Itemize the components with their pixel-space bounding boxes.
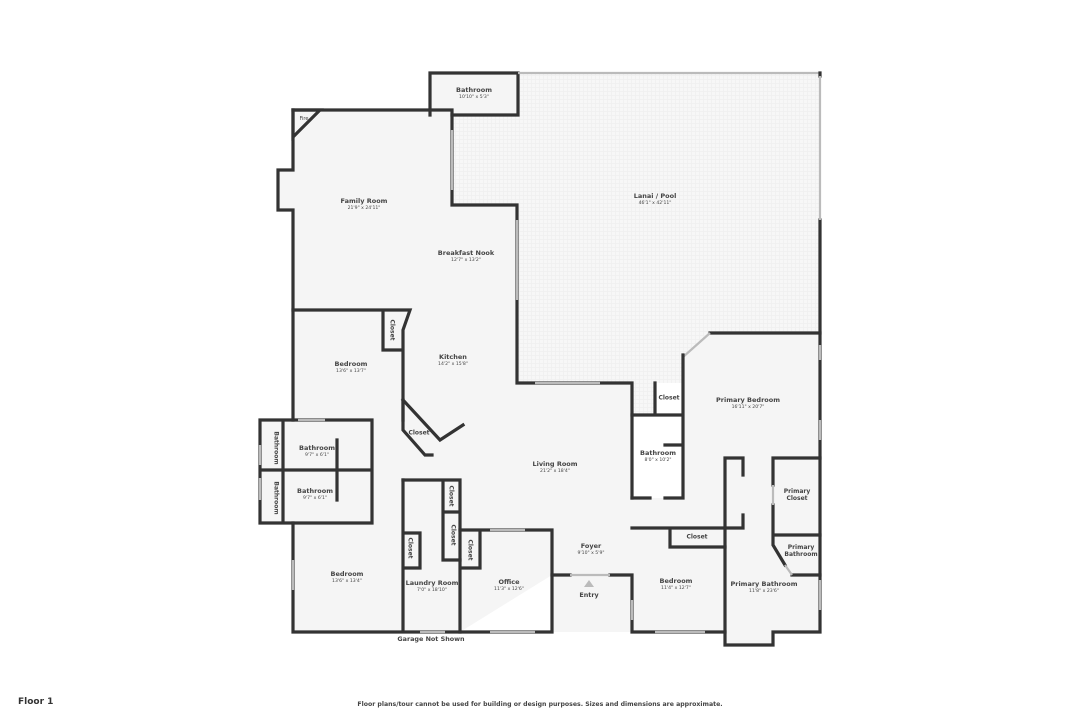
small-room-name: Primary Bathroom [784, 544, 818, 558]
lanai-floor [452, 73, 820, 415]
room-dimensions: 21'2" x 18'4" [540, 469, 570, 474]
small-room-name: Closet [466, 539, 474, 561]
room-name: Bedroom [330, 570, 364, 578]
room-name: Bedroom [659, 577, 693, 585]
room-dimensions: 14'2" x 15'8" [438, 362, 468, 367]
room-name: Kitchen [439, 353, 467, 361]
small-room-name: Closet [388, 319, 396, 341]
bathroom-top-floor [430, 73, 518, 115]
small-room-name: Bathroom [272, 431, 280, 465]
room-name: Primary Bedroom [716, 396, 780, 404]
room-dimensions: 11'8" x 23'6" [749, 589, 779, 594]
floor-label: Floor 1 [18, 697, 54, 707]
room-name: Bathroom [299, 444, 335, 452]
room-dimensions: 10'10" x 5'3" [459, 95, 489, 100]
small-room-name: Closet [406, 537, 414, 559]
small-room-label: Closet [448, 485, 455, 506]
small-room-name: Closet [408, 429, 430, 437]
room-dimensions: 21'9" x 24'11" [347, 206, 381, 211]
small-room-name: Bathroom [272, 481, 280, 515]
walls [258, 71, 822, 647]
small-room-label: Primary Closet [780, 488, 814, 502]
small-room-name: Closet [686, 533, 708, 541]
entry-label: Entry [579, 591, 599, 599]
room-name: Bathroom [640, 449, 676, 457]
room-dimensions: 16'11" x 20'7" [731, 405, 765, 410]
small-room-label: Closet [408, 430, 429, 437]
room-dimensions: 8'0" x 10'2" [644, 458, 672, 463]
small-room-label: Closet [686, 534, 707, 541]
room-name: Bathroom [456, 86, 492, 94]
garage-note: Garage Not Shown [397, 635, 465, 643]
room-dimensions: 11'4" x 12'7" [661, 586, 691, 591]
small-room-label: Bathroom [273, 481, 280, 514]
small-room-label: Closet [467, 539, 474, 560]
room-dimensions: 7'0" x 18'10" [417, 588, 447, 593]
room-dimensions: 9'10" x 5'9" [577, 551, 605, 556]
small-room-label: Closet [407, 537, 414, 558]
room-name: Office [498, 578, 520, 586]
room-dimensions: 46'1" x 42'11" [638, 201, 672, 206]
small-room-label: Closet [658, 395, 679, 402]
small-room-label: Closet [450, 524, 457, 545]
room-dimensions: 13'6" x 13'7" [336, 369, 366, 374]
room-dimensions: 13'6" x 13'4" [332, 579, 362, 584]
room-dimensions: 9'7" x 6'1" [302, 496, 328, 501]
room-dimensions: 11'3" x 12'6" [494, 587, 524, 592]
room-name: Breakfast Nook [437, 249, 495, 257]
room-name: Laundry Room [405, 579, 459, 587]
foyer-floor [552, 498, 632, 575]
interior-floor [260, 110, 820, 645]
room-name: Bathroom [297, 487, 333, 495]
disclaimer: Floor plans/tour cannot be used for buil… [357, 701, 723, 708]
fire-label: Fire [299, 116, 309, 122]
small-room-name: Closet [449, 524, 457, 546]
small-room-name: Closet [658, 394, 680, 402]
room-dimensions: 9'7" x 6'1" [304, 453, 330, 458]
room-name: Bedroom [334, 360, 368, 368]
small-room-label: Closet [389, 319, 396, 340]
small-room-name: Closet [447, 485, 455, 507]
room-dimensions: 12'7" x 13'2" [451, 258, 481, 263]
room-name: Primary Bathroom [730, 580, 798, 588]
room-name: Family Room [340, 197, 388, 205]
small-room-label: Bathroom [273, 431, 280, 464]
room-name: Foyer [580, 542, 602, 550]
small-room-label: Primary Bathroom [784, 544, 818, 558]
small-room-name: Primary Closet [783, 488, 811, 502]
room-name: Living Room [532, 460, 578, 468]
room-name: Lanai / Pool [633, 192, 677, 200]
